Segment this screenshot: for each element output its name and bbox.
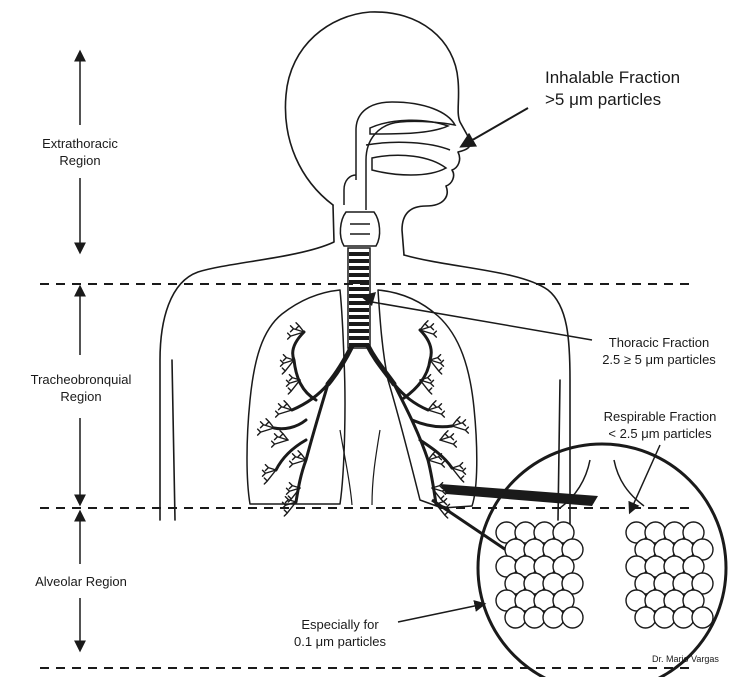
- bronchiole-twig: [440, 440, 456, 447]
- respirable-label: Respirable Fraction < 2.5 μm particles: [590, 408, 730, 442]
- trachea-ring: [349, 329, 369, 333]
- especially-pointer: [398, 604, 484, 622]
- bronchial-tree: [258, 321, 469, 518]
- right-lung: [378, 290, 477, 508]
- trachea-ring: [349, 336, 369, 340]
- nasal-oral-cavity: [344, 102, 455, 210]
- thoracic-line2: 2.5 ≥ 5 μm particles: [586, 351, 732, 368]
- respirable-line2: < 2.5 μm particles: [590, 425, 730, 442]
- inhalable-line2: >5 μm particles: [545, 89, 725, 111]
- trachea-ring: [349, 287, 369, 291]
- alveolus: [505, 607, 526, 628]
- inhalable-pointer: [462, 108, 528, 146]
- inner-arm-left: [172, 360, 175, 520]
- larynx: [340, 212, 379, 246]
- thoracic-line1: Thoracic Fraction: [586, 334, 732, 351]
- trachea-ring: [349, 266, 369, 270]
- extrathoracic-label: Extrathoracic Region: [30, 135, 130, 169]
- alveolus: [673, 607, 694, 628]
- trachea-ring: [349, 315, 369, 319]
- especially-label: Especially for 0.1 μm particles: [280, 616, 400, 650]
- thoracic-pointer: [372, 302, 592, 340]
- especially-line2: 0.1 μm particles: [280, 633, 400, 650]
- alveolus: [692, 607, 713, 628]
- trachea-ring: [349, 322, 369, 326]
- alveolus: [524, 607, 545, 628]
- tracheobronchial-label: Tracheobronquial Region: [8, 371, 154, 405]
- inhalable-line1: Inhalable Fraction: [545, 67, 725, 89]
- author-credit: Dr. Mario Vargas: [652, 654, 734, 665]
- bronchiole-twig: [272, 440, 288, 447]
- alveolus: [562, 607, 583, 628]
- bronchiole-twig: [265, 465, 276, 471]
- tracheobronchial-line1: Tracheobronquial: [8, 371, 154, 388]
- bronchiole-twig: [428, 410, 444, 417]
- respirable-line1: Respirable Fraction: [590, 408, 730, 425]
- inhalable-label: Inhalable Fraction >5 μm particles: [545, 67, 725, 111]
- alveolus: [654, 607, 675, 628]
- extrathoracic-line2: Region: [30, 152, 130, 169]
- alveolus: [543, 607, 564, 628]
- trachea-ring: [349, 301, 369, 305]
- alveolus: [635, 607, 656, 628]
- bronchiole-twig: [276, 410, 292, 417]
- alveolar-label: Alveolar Region: [18, 573, 144, 590]
- trachea-ring: [349, 252, 369, 256]
- tracheobronchial-line2: Region: [8, 388, 154, 405]
- trachea-ring: [349, 259, 369, 263]
- extrathoracic-line1: Extrathoracic: [30, 135, 130, 152]
- thoracic-label: Thoracic Fraction 2.5 ≥ 5 μm particles: [586, 334, 732, 368]
- especially-line1: Especially for: [280, 616, 400, 633]
- bronchiole-twig: [452, 426, 468, 433]
- trachea-ring: [349, 273, 369, 277]
- bronchiole-twig: [258, 428, 274, 435]
- alveolar-line1: Alveolar Region: [18, 573, 144, 590]
- body-outline: [160, 12, 570, 530]
- trachea-ring: [349, 308, 369, 312]
- bronchiole-twig: [452, 463, 463, 469]
